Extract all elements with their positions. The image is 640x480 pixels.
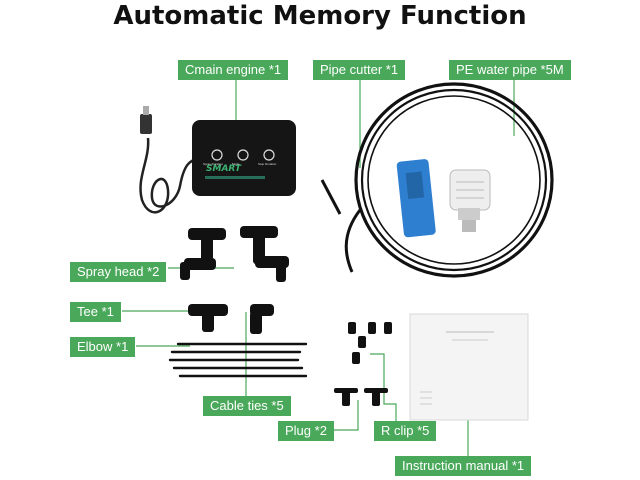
label-instruction-manual: Instruction manual *1: [395, 456, 532, 476]
tee-fitting: [188, 304, 228, 332]
label-spray-head: Spray head *2: [70, 262, 167, 282]
device-button-label: Spray Duration: [203, 162, 224, 166]
spray-head-right: [240, 226, 289, 282]
usb-plug-icon: [140, 114, 152, 134]
r-clips: [348, 322, 392, 364]
main-engine-device: [192, 120, 296, 196]
pipe-cutter: [396, 159, 436, 238]
label-plug: Plug *2: [278, 421, 334, 441]
label-tee: Tee *1: [70, 302, 121, 322]
spray-head-left: [180, 228, 226, 280]
water-filter: [449, 169, 491, 232]
leader-lines: [122, 80, 515, 456]
usb-cable: [139, 137, 201, 214]
label-r-clip: R clip *5: [374, 421, 437, 441]
cable-ties: [168, 342, 308, 378]
label-main-engine: Cmain engine *1: [178, 60, 289, 80]
label-pipe-cutter: Pipe cutter *1: [313, 60, 406, 80]
usb-connector-icon: [143, 106, 149, 115]
pe-water-pipe: [320, 82, 554, 278]
device-button-label: Stop Duration: [258, 162, 277, 166]
device-brand: SMART: [206, 164, 242, 174]
page-title: Automatic Memory Function: [113, 1, 527, 31]
label-elbow: Elbow *1: [70, 337, 136, 357]
elbow-fitting: [250, 304, 274, 334]
label-pe-water-pipe: PE water pipe *5M: [449, 60, 571, 80]
label-cable-ties: Cable ties *5: [203, 396, 291, 416]
device-button-label: Mode: [232, 162, 240, 166]
instruction-manual: [409, 313, 529, 421]
plugs: [334, 388, 388, 406]
